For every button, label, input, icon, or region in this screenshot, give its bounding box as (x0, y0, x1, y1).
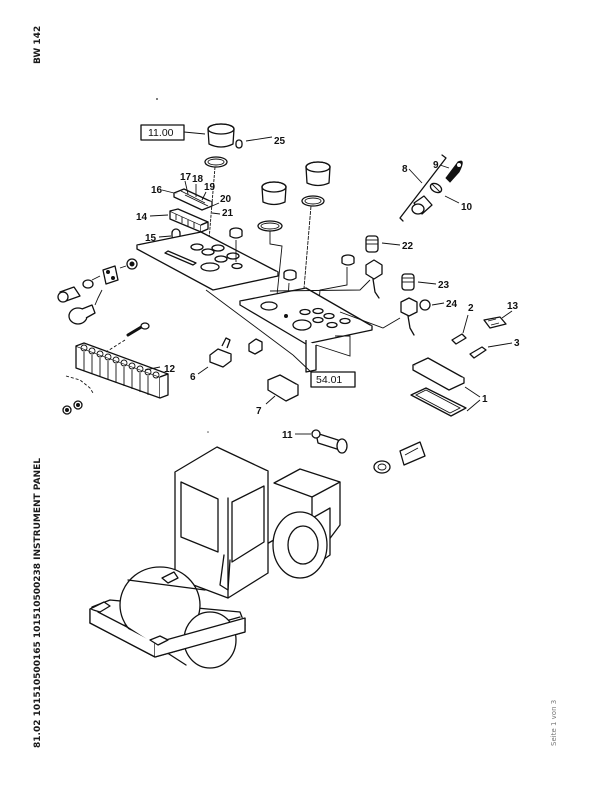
bezel-part-10[interactable]: 10 (429, 182, 473, 213)
callout-label-c14: 14 (136, 212, 148, 223)
callout-label-c23: 23 (438, 280, 450, 291)
roller-compactor-illustration (89, 446, 341, 669)
bulb-part-25[interactable]: 25 (235, 136, 286, 149)
callout-label-ref_b: 54.01 (316, 374, 342, 386)
switch-holder-part-14[interactable] (169, 208, 209, 233)
screw-part[interactable] (105, 322, 150, 353)
callout-label-c12: 12 (164, 364, 176, 375)
jumper-part-13[interactable]: 13 (483, 301, 519, 329)
fuse-part-2[interactable]: 2 (451, 303, 474, 345)
callout-label-c16: 16 (151, 185, 163, 196)
switch-body-part[interactable] (411, 195, 433, 215)
callout-label-c1: 1 (482, 394, 488, 405)
callout-label-c9: 9 (433, 160, 439, 171)
reference-box-11-00[interactable]: 11.00 (140, 124, 206, 141)
socket-part-11[interactable]: 11 (282, 429, 348, 454)
mounting-hardware[interactable] (57, 258, 138, 325)
callout-label-c3: 3 (514, 338, 520, 349)
callout-label-c15: 15 (145, 233, 157, 244)
ignition-switch-group-8[interactable]: 8 (399, 154, 447, 222)
cap-part[interactable] (229, 227, 243, 262)
cover-part-1[interactable]: 1 (410, 357, 488, 417)
reference-box-54-01[interactable]: 54.01 (205, 289, 356, 388)
switch-plate-part[interactable] (399, 441, 426, 466)
gauge-cup-part[interactable] (207, 123, 235, 148)
callout-label-c19: 19 (204, 182, 216, 193)
instrument-panel-plate-right[interactable] (239, 287, 373, 373)
callout-label-c17: 17 (180, 172, 192, 183)
cap-part[interactable] (283, 269, 297, 317)
cover-cap-part-7[interactable]: 7 (256, 374, 299, 417)
callout-label-c8: 8 (402, 164, 408, 175)
rocker-switch-part-6[interactable]: 6 (190, 337, 232, 383)
gauge-cup-part-center-right[interactable] (305, 161, 331, 187)
callout-label-c11: 11 (282, 430, 293, 441)
callout-label-c21: 21 (222, 208, 234, 219)
seal-ring (301, 195, 325, 207)
terminal-block-part-12[interactable]: 12 (75, 342, 176, 399)
fuse-part-3[interactable]: 3 (469, 338, 520, 359)
gauge-cup-part-center-left[interactable] (261, 181, 287, 206)
nuts-part[interactable] (62, 375, 94, 415)
callout-label-c2: 2 (468, 303, 474, 314)
clamp-part[interactable] (373, 460, 391, 474)
callout-label-c22: 22 (402, 241, 414, 252)
callout-label-c7: 7 (256, 406, 262, 417)
seal-ring (257, 220, 283, 232)
switch-strip-part[interactable] (173, 188, 213, 211)
seal-ring (204, 156, 228, 168)
instrument-panel-plate-left[interactable] (136, 231, 279, 291)
callout-label-c25: 25 (274, 136, 286, 147)
callout-label-c20: 20 (220, 194, 232, 205)
small-switch-part[interactable] (248, 338, 263, 355)
seal-ring-inner (207, 158, 225, 166)
callout-label-c6: 6 (190, 372, 196, 383)
callout-label-c18: 18 (192, 174, 204, 185)
callout-label-c13: 13 (507, 301, 519, 312)
bulb-part-24[interactable]: 24 (419, 299, 458, 311)
callout-label-c24: 24 (446, 299, 458, 310)
callout-label-c10: 10 (461, 202, 473, 213)
callout-label-ref_a: 11.00 (148, 127, 174, 139)
key-part-9[interactable]: 9 (433, 160, 463, 183)
connector-part-22[interactable]: 22 (269, 235, 414, 299)
connector-part-23[interactable]: 23 (339, 273, 450, 336)
